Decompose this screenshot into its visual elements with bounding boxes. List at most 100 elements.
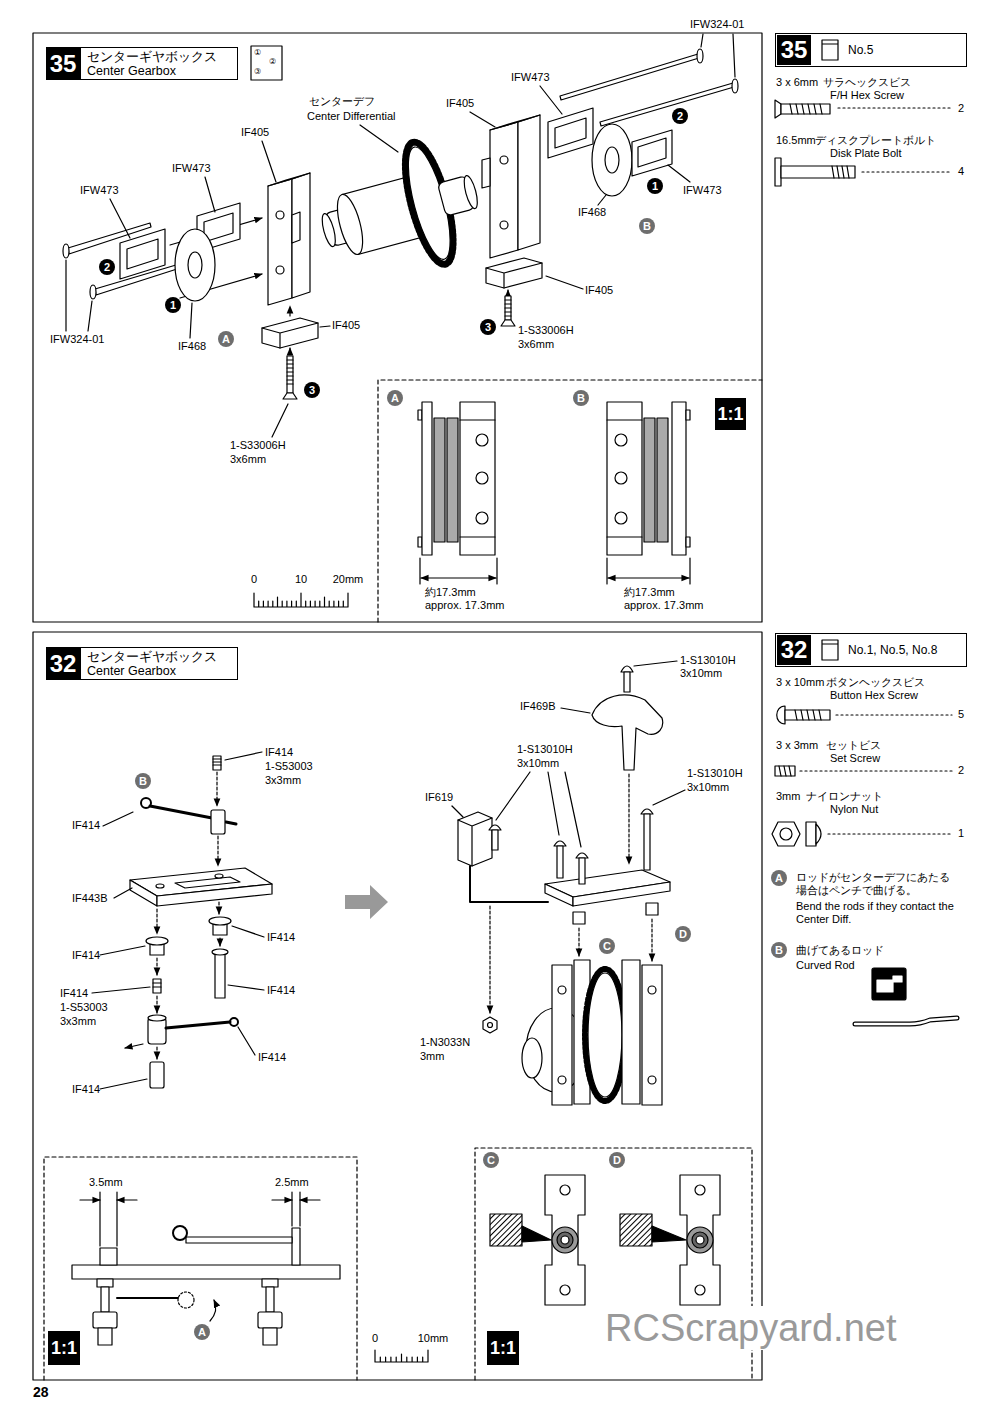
part-label: IF414 — [72, 1083, 100, 1096]
rod-detail-drawing — [210, 1300, 216, 1321]
parts-list-drawing — [877, 976, 902, 992]
rod-detail-drawing — [98, 1328, 112, 1345]
exploded-center-gearbox — [555, 118, 586, 148]
scale-detail-drawing — [476, 512, 488, 524]
rod-detail-drawing — [93, 1312, 117, 1328]
scale-detail-drawing — [672, 402, 686, 555]
rod-detail-drawing — [100, 1192, 300, 1246]
exploded-center-gearbox — [90, 285, 96, 299]
scale-detail-drawing — [644, 418, 655, 542]
exploded-center-gearbox — [308, 130, 492, 292]
leader-line — [360, 125, 398, 152]
assembled-gearbox — [557, 846, 563, 878]
leader-line — [452, 806, 463, 817]
leader-line — [228, 985, 264, 990]
scale-detail-drawing — [460, 402, 495, 555]
leader-line — [565, 772, 581, 847]
panel-frame — [33, 33, 762, 1380]
callout-letter: B — [135, 773, 151, 789]
scale-detail-drawing — [615, 434, 627, 446]
node-text: センターギヤボックス — [87, 50, 217, 64]
leader-line — [100, 946, 145, 955]
step-number: 35 — [777, 35, 811, 65]
parts-list-drawing — [855, 1018, 957, 1024]
scale-detail-drawing — [460, 420, 495, 537]
exploded-center-gearbox — [500, 221, 508, 229]
parts-list-drawing — [777, 706, 785, 724]
linkage-parts — [153, 979, 161, 993]
scale-detail-drawing — [476, 434, 488, 446]
assembled-gearbox — [552, 965, 572, 1105]
assembled-gearbox — [622, 960, 640, 1104]
leader-line — [598, 195, 606, 205]
exploded-center-gearbox — [505, 300, 511, 316]
exploded-center-gearbox — [600, 83, 734, 126]
part-label: Set Screw — [830, 752, 880, 765]
node-text: 35 — [781, 37, 808, 63]
exploded-center-gearbox — [292, 173, 310, 298]
part-label: 2.5mm — [275, 1176, 309, 1189]
part-label: 1-S53003 — [60, 1001, 108, 1014]
leader-line — [320, 326, 330, 327]
exploded-center-gearbox — [548, 108, 593, 158]
node-text: Center Gearbox — [87, 64, 176, 78]
scale-ruler — [254, 593, 348, 607]
scale-detail-drawing — [657, 418, 668, 542]
part-label: 3.5mm — [89, 1176, 123, 1189]
panel-frame — [378, 380, 762, 622]
scale-detail-drawing — [686, 537, 690, 547]
exploded-center-gearbox — [638, 138, 666, 167]
part-label: 約17.3mm — [624, 586, 675, 599]
parts-list-drawing — [790, 104, 822, 114]
leader-line — [634, 661, 677, 666]
part-label: IF469B — [520, 700, 555, 713]
part-label: 3x10mm — [687, 781, 729, 794]
part-label: 1-S33006H — [230, 439, 286, 452]
parts-list-drawing — [838, 107, 952, 108]
parts-list-drawing — [828, 833, 952, 834]
part-label: 3x10mm — [517, 757, 559, 770]
assembled-gearbox — [492, 830, 498, 850]
linkage-parts — [209, 917, 231, 925]
assembled-gearbox — [648, 1076, 656, 1084]
rod-detail-drawing — [100, 1248, 117, 1265]
exploded-center-gearbox — [490, 122, 518, 258]
part-label: IFW473 — [80, 184, 119, 197]
assembled-gearbox — [642, 965, 662, 1105]
parts-list-drawing — [775, 158, 781, 186]
part-label: IF414 — [267, 931, 295, 944]
part-label: 3 x 6mm — [776, 76, 818, 89]
linkage-parts — [156, 884, 164, 888]
linkage-parts — [226, 822, 236, 824]
exploded-center-gearbox — [732, 79, 738, 93]
part-label: IFW473 — [172, 162, 211, 175]
exploded-center-gearbox — [63, 244, 69, 258]
scale-badge: 1:1 — [48, 1331, 80, 1365]
panel-frame — [33, 632, 762, 1380]
leader-line — [92, 987, 150, 993]
parts-list-drawing — [795, 710, 821, 720]
rod-detail-drawing — [173, 1226, 187, 1240]
callout-number: 1 — [647, 178, 663, 194]
bushing-detail-drawing — [561, 1236, 569, 1244]
scale-detail-drawing — [607, 420, 642, 537]
part-label: Nylon Nut — [830, 803, 878, 816]
assembled-gearbox — [646, 903, 658, 915]
rod-detail-drawing — [272, 1199, 292, 1200]
part-label: 3 x 3mm — [776, 739, 818, 752]
linkage-parts — [150, 1062, 164, 1088]
leader-line — [470, 112, 495, 127]
assembled-gearbox — [558, 1076, 566, 1084]
linkage-parts — [130, 880, 157, 906]
exploded-center-gearbox — [262, 318, 318, 348]
leader-line — [225, 752, 262, 760]
exploded-center-gearbox — [268, 173, 310, 186]
bushing-detail-drawing — [692, 1232, 708, 1248]
part-label: IF414 — [72, 949, 100, 962]
assembled-gearbox — [624, 672, 630, 692]
scale-detail-drawing — [447, 418, 458, 542]
exploded-center-gearbox — [127, 239, 158, 269]
assembled-gearbox — [522, 1038, 542, 1078]
exploded-center-gearbox — [697, 49, 703, 63]
leader-line — [496, 772, 530, 820]
